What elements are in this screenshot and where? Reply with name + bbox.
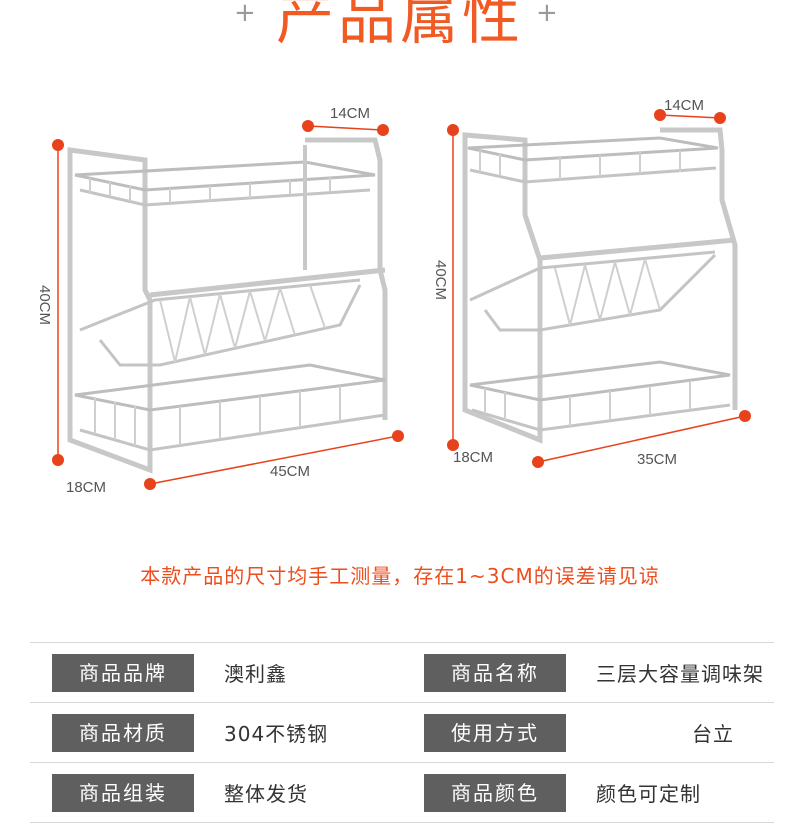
plus-decoration-left: + [234,0,256,28]
rack-large-width-label: 45CM [270,463,310,480]
attribute-key: 商品颜色 [424,773,566,812]
attribute-key: 商品名称 [424,653,566,692]
rack-large-height-label: 40CM [36,285,53,325]
rack-small-illustration [462,127,738,444]
rack-small-dimensions [447,109,751,468]
attribute-value: 三层大容量调味架 [582,642,774,703]
attribute-value: 整体发货 [210,762,402,823]
page-title: 产品属性 [275,0,524,52]
measurement-note: 本款产品的尺寸均手工测量，存在1~3CM的误差请见谅 [140,564,660,588]
attribute-key: 商品品牌 [52,653,194,692]
header: + 产品属性 + [0,0,800,60]
plus-decoration-right: + [536,0,558,28]
attribute-value: 澳利鑫 [210,642,402,703]
attributes-table: 商品品牌 澳利鑫 商品名称 三层大容量调味架 商品材质 304不锈钢 使用方式 … [30,642,774,823]
table-row: 商品组装 整体发货 商品颜色 颜色可定制 [30,762,774,823]
table-row: 商品品牌 澳利鑫 商品名称 三层大容量调味架 [30,642,774,703]
rack-large-illustration [67,137,388,474]
rack-small-width-label: 35CM [637,451,677,468]
rack-small-top-depth-label: 14CM [664,97,704,114]
rack-small-height-label: 40CM [432,260,449,300]
attribute-value: 台立 [582,702,774,763]
rack-small-bottom-depth-label: 18CM [453,449,493,466]
attribute-value: 颜色可定制 [582,762,774,823]
product-diagrams: 14CM 40CM 45CM 18CM [36,97,751,496]
rack-large-top-depth-label: 14CM [330,105,370,122]
attribute-value: 304不锈钢 [210,702,402,763]
table-row: 商品材质 304不锈钢 使用方式 台立 [30,702,774,763]
attribute-key: 商品材质 [52,713,194,752]
rack-large-dimensions [52,120,404,490]
attribute-key: 使用方式 [424,713,566,752]
attribute-key: 商品组装 [52,773,194,812]
rack-large-bottom-depth-label: 18CM [66,479,106,496]
